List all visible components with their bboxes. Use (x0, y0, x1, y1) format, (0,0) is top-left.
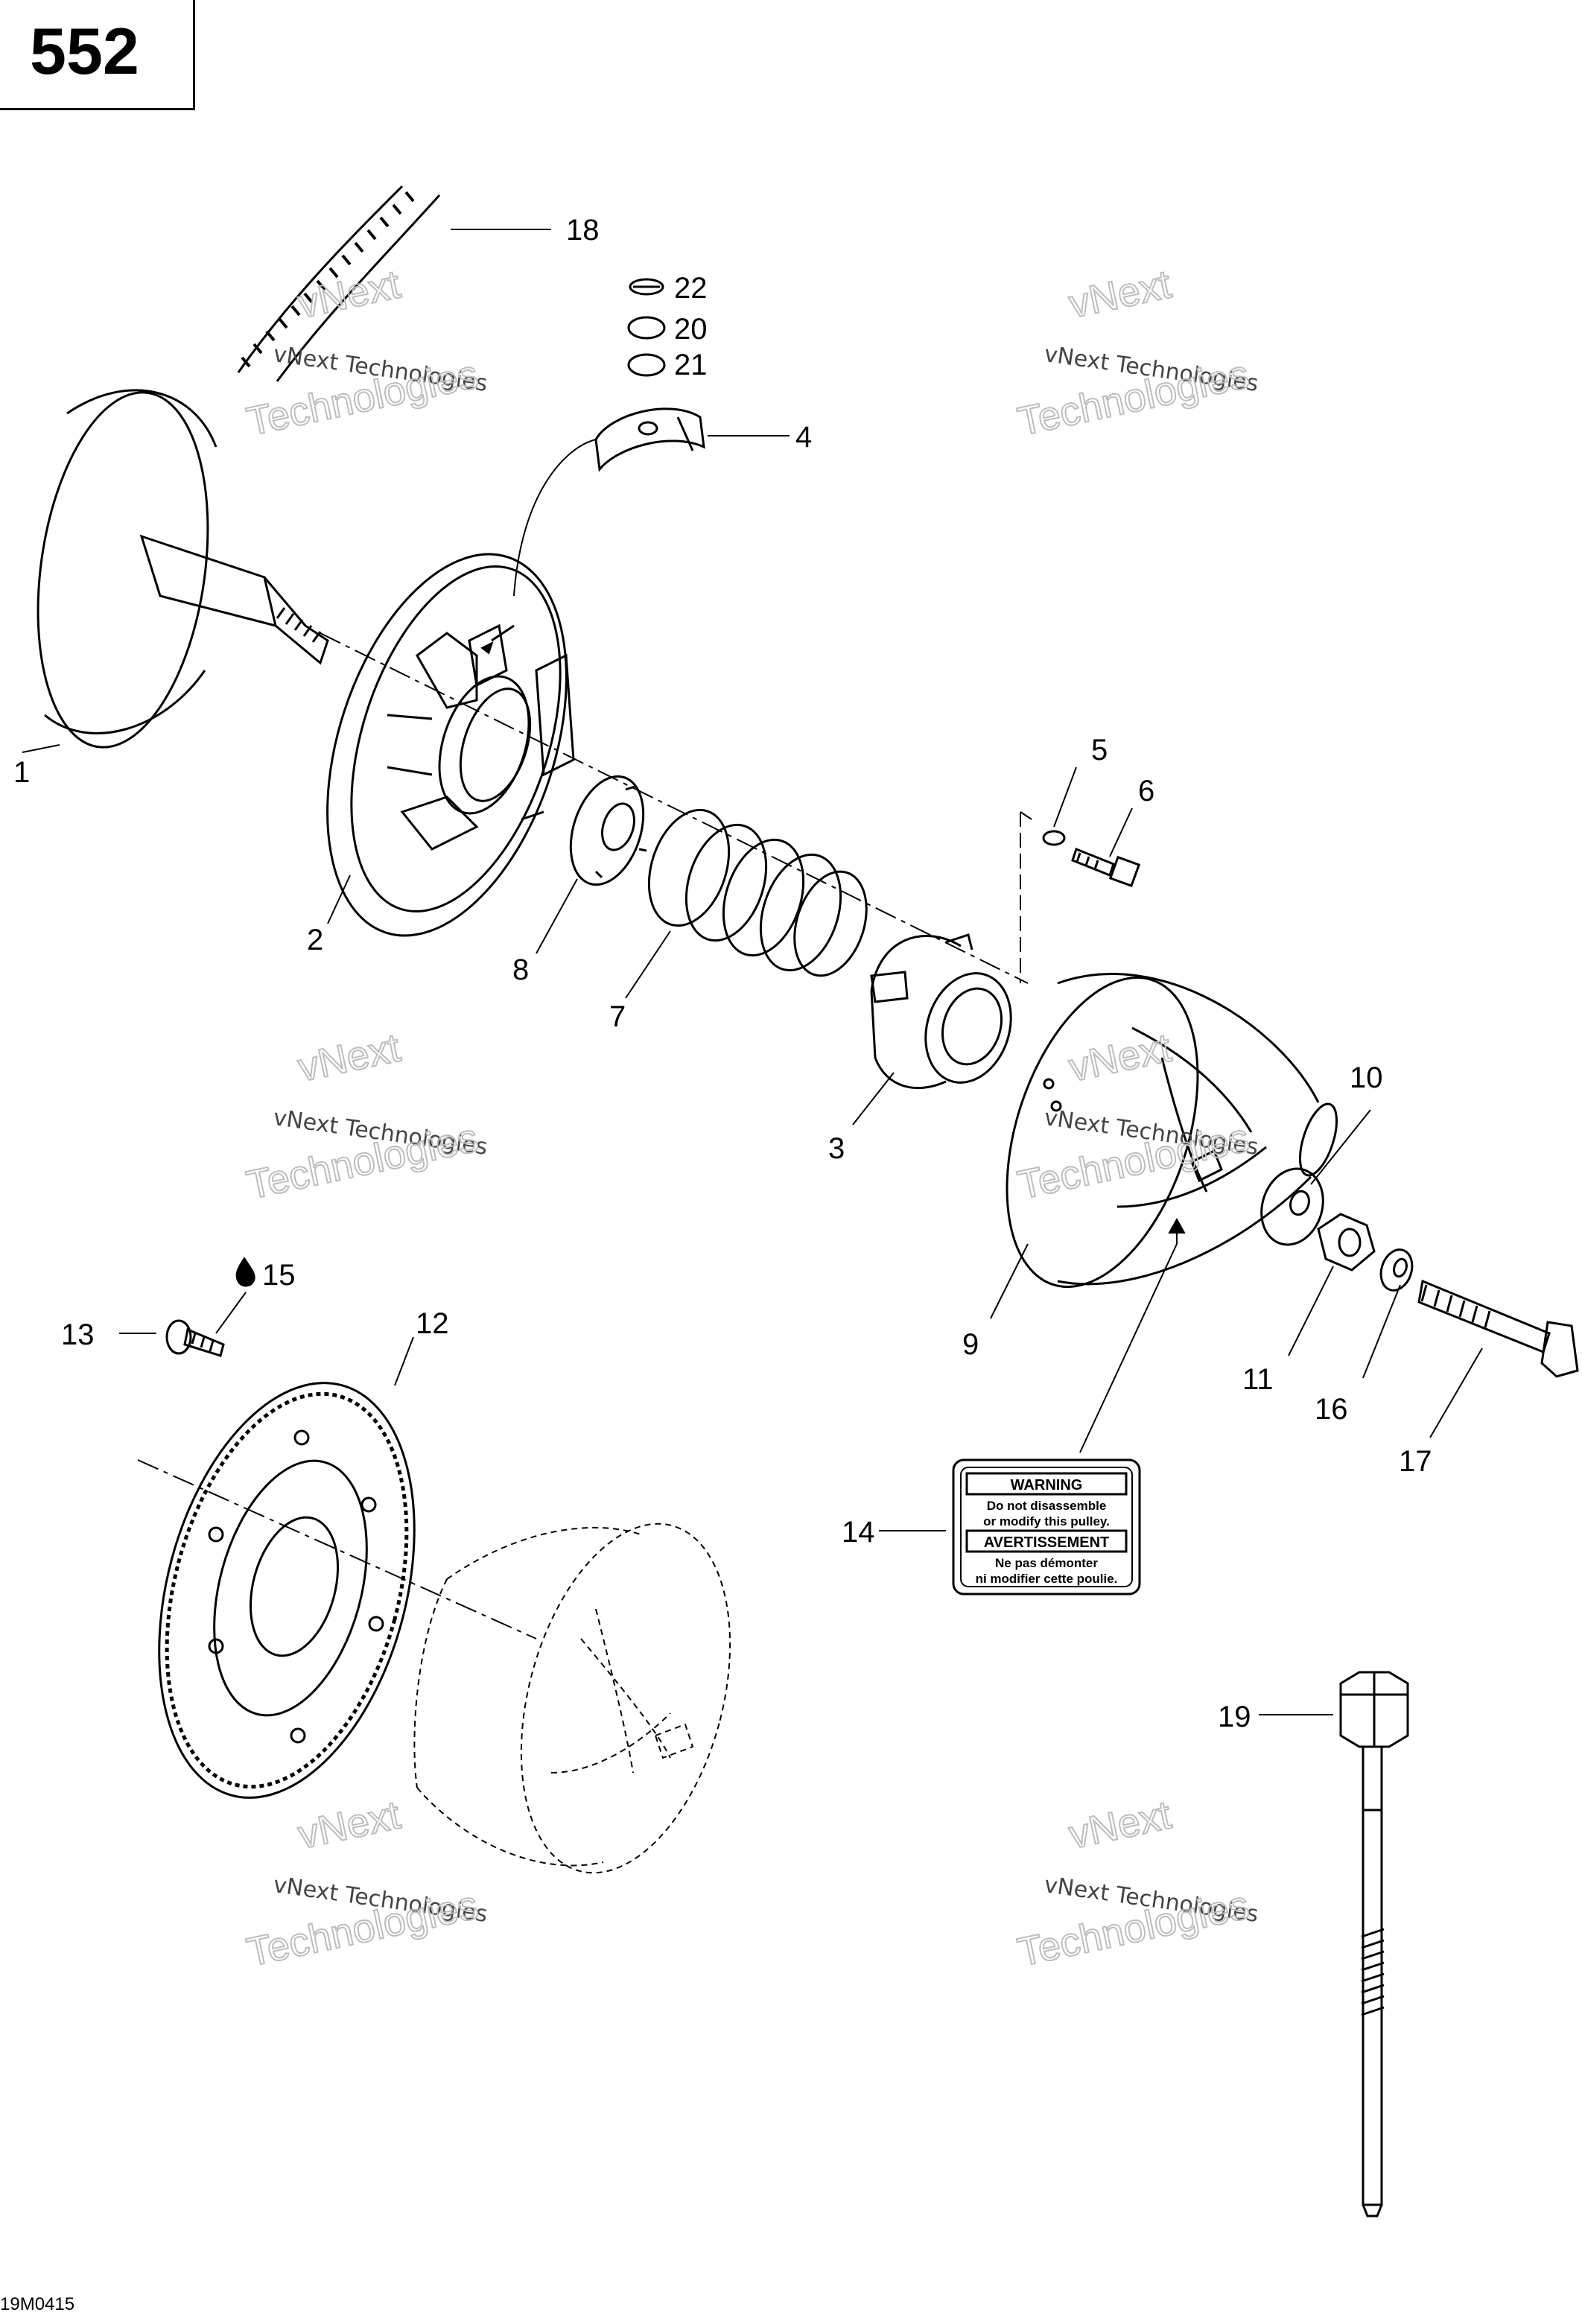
svg-text:vNext: vNext (294, 1792, 404, 1857)
svg-text:vNext: vNext (1065, 1025, 1175, 1090)
small-discs (627, 278, 666, 377)
callout-20: 20 (674, 313, 708, 346)
lock-washer (1379, 1248, 1414, 1292)
callout-5: 5 (1091, 734, 1108, 766)
callout-numbers: 18 22 20 21 4 1 5 6 2 8 7 3 10 9 11 16 1… (13, 214, 1432, 1733)
callout-15: 15 (262, 1259, 296, 1292)
warning-label (952, 1458, 1141, 1596)
cap-screw (1042, 830, 1141, 888)
watermarks: vNext vNext Technologies Technologies vN… (242, 261, 1259, 1975)
hex-nut (1317, 1213, 1376, 1271)
compression-spring (647, 808, 868, 977)
callout-13: 13 (61, 1318, 95, 1351)
callout-9: 9 (962, 1328, 979, 1361)
reference-sheave-outline (413, 1523, 731, 1874)
callout-19: 19 (1218, 1701, 1251, 1733)
warning-label-text: WARNING Do not disassemble or modify thi… (976, 1477, 1118, 1586)
callout-16: 16 (1315, 1393, 1348, 1426)
warning-line2-fr: ni modifier cette poulie. (976, 1572, 1118, 1586)
callout-10: 10 (1350, 1061, 1383, 1094)
svg-text:vNext: vNext (1065, 261, 1175, 326)
callout-14: 14 (842, 1516, 875, 1549)
svg-text:vNext: vNext (1065, 1792, 1175, 1857)
callout-11: 11 (1242, 1363, 1274, 1396)
small-screw (165, 1319, 225, 1357)
callout-6: 6 (1138, 775, 1154, 807)
page-number: 552 (30, 14, 139, 88)
callout-12: 12 (416, 1307, 449, 1340)
callout-17: 17 (1399, 1445, 1432, 1478)
callout-4: 4 (795, 421, 812, 454)
leader-lines (22, 229, 1483, 1715)
svg-text:vNext: vNext (294, 261, 404, 326)
loctite-drop-icon (235, 1257, 255, 1287)
callout-8: 8 (512, 953, 529, 986)
warning-heading-fr: AVERTISSEMENT (984, 1534, 1110, 1551)
svg-text:vNext: vNext (294, 1025, 404, 1090)
sliding-cam (870, 933, 1012, 1090)
spider-assembly (326, 553, 575, 937)
fixed-sheave (36, 389, 329, 749)
warning-line2-en: or modify this pulley. (983, 1514, 1110, 1528)
retaining-plate (569, 775, 647, 886)
warning-line1-fr: Ne pas démonter (995, 1556, 1098, 1570)
callout-1: 1 (13, 756, 30, 789)
page-number-box: 552 (0, 0, 195, 110)
drive-belt (237, 185, 441, 382)
callout-22: 22 (674, 272, 708, 305)
movable-sheave (1006, 973, 1338, 1289)
callout-2: 2 (307, 924, 323, 956)
warning-heading-en: WARNING (1011, 1477, 1083, 1493)
callout-7: 7 (609, 1000, 626, 1033)
callout-18: 18 (566, 214, 600, 247)
ring-gear (158, 1382, 416, 1799)
puller-bolt (1339, 1671, 1409, 2217)
drawing-code: 19M0415 (0, 2294, 75, 2314)
roller-block (513, 407, 705, 597)
warning-line1-en: Do not disassemble (987, 1499, 1107, 1513)
hex-bolt (1417, 1279, 1579, 1378)
callout-3: 3 (828, 1132, 845, 1165)
axis-centerline (320, 632, 1029, 984)
flat-washer (1260, 1167, 1324, 1246)
callout-21: 21 (674, 349, 708, 381)
